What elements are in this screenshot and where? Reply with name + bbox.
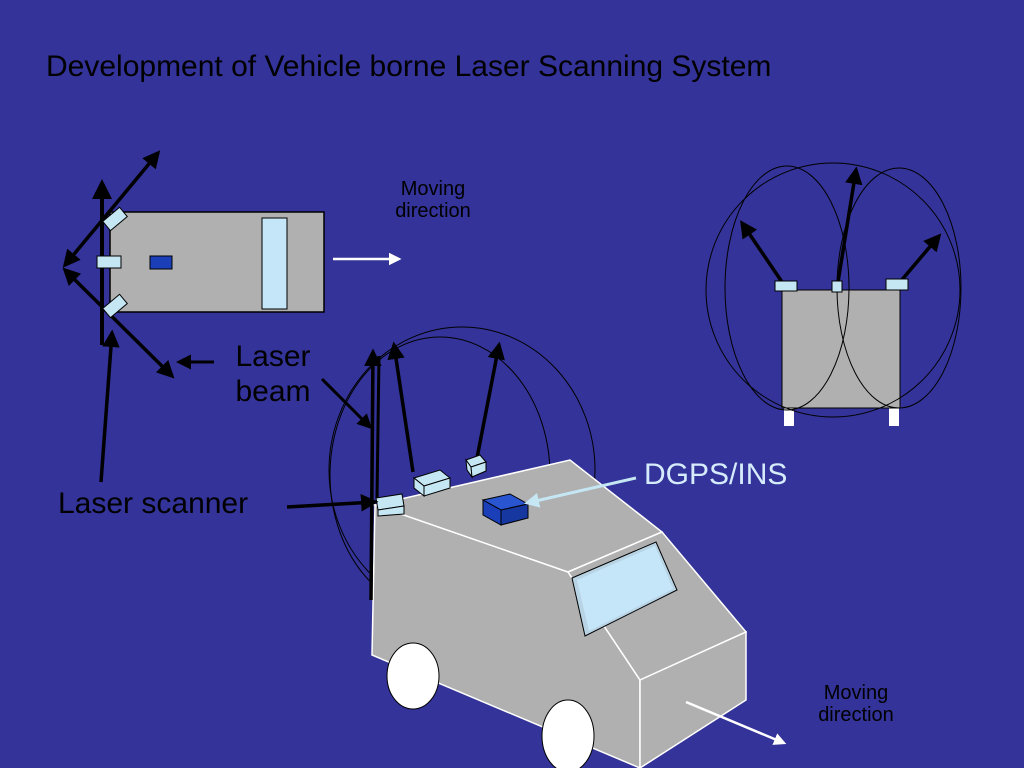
- top-view-scanner-lower: [102, 293, 128, 319]
- laser-scanner-pointer-up: [99, 329, 120, 483]
- laser-beam-label: Laser beam: [235, 340, 311, 408]
- van-scanner-right: [465, 454, 487, 479]
- van-wheel-rear: [386, 642, 440, 710]
- laser-scanner-label: Laser scanner: [58, 487, 249, 520]
- top-view-dgps: [149, 255, 173, 270]
- moving-direction-label-top: Moving direction: [395, 178, 471, 223]
- slide-title: Development of Vehicle borne Laser Scann…: [46, 50, 772, 83]
- van-scanner-left: [375, 493, 405, 517]
- rear-view-scan-circle: [705, 162, 961, 418]
- van-beam-right: [475, 341, 505, 459]
- rear-view-beam-left: [740, 220, 784, 283]
- top-view-beam-upper: [62, 150, 161, 268]
- moving-direction-label-bottom: Moving direction: [818, 682, 894, 727]
- van-front: [639, 630, 747, 768]
- top-view-vehicle: [62, 150, 402, 379]
- van-beam-vertical-1: [364, 348, 382, 601]
- rear-view-beam-right: [898, 233, 942, 284]
- rear-view-wheel-left: [784, 404, 794, 426]
- rear-view-scanner-right: [885, 278, 909, 291]
- van-3d: [328, 326, 787, 768]
- dgps-ins-label: DGPS/INS: [644, 458, 788, 491]
- laser-scanner-pointer-right: [286, 494, 379, 512]
- van-beam-vertical-2: [375, 355, 381, 499]
- van-beam-middle: [387, 341, 415, 473]
- rear-view-vehicle: [705, 162, 962, 426]
- dgps-pointer: [524, 476, 637, 508]
- van-wheel-front: [541, 699, 595, 768]
- top-view-scanner-upper: [102, 206, 128, 232]
- rear-view-scan-ellipse-left: [724, 165, 850, 411]
- laser-beam-pointer-right: [320, 377, 373, 430]
- van-scanner-middle: [412, 469, 452, 498]
- top-view-windshield: [261, 217, 288, 310]
- rear-view-scanner-left: [774, 280, 798, 292]
- top-view-scanner-front: [96, 255, 122, 269]
- top-view-beam-lower: [62, 267, 175, 379]
- rear-view-wheel-right: [889, 404, 899, 426]
- van-dgps-box: [481, 493, 530, 526]
- moving-direction-arrow-bottom: [685, 700, 787, 745]
- van-windshield-glass: [577, 546, 673, 631]
- rear-view-beam-center: [836, 166, 863, 283]
- top-view-body: [109, 211, 325, 313]
- rear-view-scanner-center: [831, 280, 843, 293]
